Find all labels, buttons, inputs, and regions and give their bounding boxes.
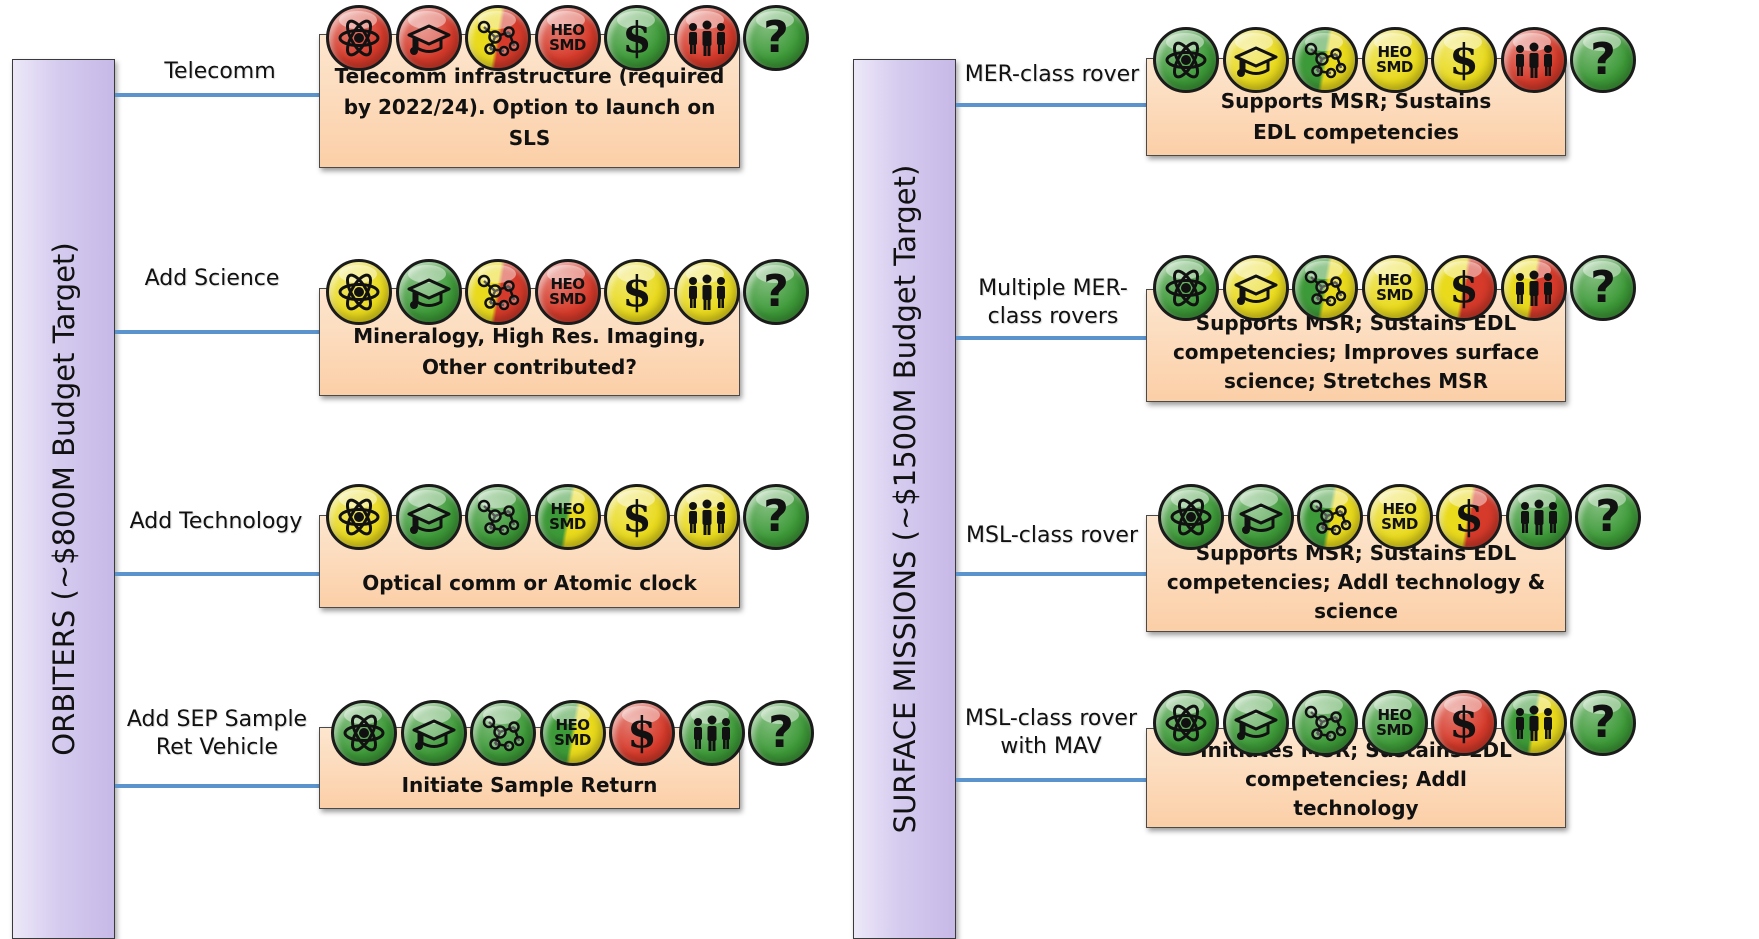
workforce-icon — [1500, 27, 1567, 93]
science-icon — [1158, 484, 1224, 550]
technology-network-icon — [1292, 27, 1358, 93]
cost-icon: $ — [604, 259, 670, 325]
unknown-icon: ? — [1570, 27, 1636, 93]
unknown-icon: ? — [1570, 690, 1636, 756]
unknown-icon: ? — [743, 5, 809, 71]
technology-network-icon — [470, 700, 536, 766]
option-box-msl-class-rover-with-mav: Initiates MSR; Sustains EDL competencies… — [1146, 728, 1566, 828]
option-label-telecomm: Telecomm — [164, 59, 276, 84]
orbiters-category-title: ORBITERS (~$800M Budget Target) — [46, 242, 81, 756]
science-icon — [1153, 255, 1219, 321]
option-box-mer-class-rover: Supports MSR; Sustains EDL competencies — [1146, 58, 1566, 156]
cost-icon: $ — [604, 5, 670, 71]
option-description: Optical comm or Atomic clock — [362, 571, 697, 595]
technology-network-icon — [1292, 255, 1358, 321]
technology-network-icon — [465, 259, 531, 325]
science-icon — [326, 5, 392, 71]
connector-line — [115, 93, 320, 97]
surface-category-title: SURFACE MISSIONS (~$1500M Budget Target) — [887, 164, 922, 834]
option-box-telecomm: Telecomm infrastructure (required by 202… — [319, 34, 740, 168]
unknown-icon: ? — [1575, 484, 1641, 550]
option-description: Supports MSR; Sustains EDL competencies;… — [1166, 541, 1546, 623]
option-description: Supports MSR; Sustains EDL competencies — [1220, 89, 1492, 144]
workforce-icon — [1500, 255, 1567, 321]
technology-network-icon — [465, 484, 531, 550]
workforce-icon — [673, 259, 740, 325]
education-icon — [1222, 27, 1289, 93]
option-label-msl-class-rover: MSL-class rover — [966, 523, 1138, 548]
connector-line — [115, 330, 320, 334]
option-label-multiple-mer-class-rovers: Multiple MER-class rovers — [978, 276, 1128, 329]
technology-network-icon — [1292, 690, 1358, 756]
connector-line — [956, 103, 1148, 107]
cost-icon: $ — [1436, 484, 1502, 550]
cost-icon: $ — [609, 700, 675, 766]
technology-network-icon — [1297, 484, 1363, 550]
unknown-icon: ? — [743, 259, 809, 325]
surface-category-bar: SURFACE MISSIONS (~$1500M Budget Target) — [853, 59, 956, 939]
workforce-icon — [1500, 690, 1567, 756]
connector-line — [115, 784, 320, 788]
option-description: Telecomm infrastructure (required by 202… — [334, 64, 725, 150]
workforce-icon — [678, 700, 745, 766]
option-label-mer-class-rover: MER-class rover — [964, 62, 1140, 87]
workforce-icon — [1505, 484, 1572, 550]
education-icon — [395, 5, 462, 71]
science-icon — [331, 700, 397, 766]
option-description: Mineralogy, High Res. Imaging, Other con… — [353, 324, 706, 379]
connector-line — [956, 778, 1148, 782]
science-icon — [326, 484, 392, 550]
science-icon — [326, 259, 392, 325]
option-label-msl-class-rover-with-mav: MSL-class rover with MAV — [965, 706, 1137, 759]
unknown-icon: ? — [743, 484, 809, 550]
connector-line — [115, 572, 320, 576]
education-icon — [395, 259, 462, 325]
cost-icon: $ — [604, 484, 670, 550]
education-icon — [1222, 690, 1289, 756]
science-icon — [1153, 27, 1219, 93]
orbiters-category-bar: ORBITERS (~$800M Budget Target) — [12, 59, 115, 939]
connector-line — [956, 572, 1148, 576]
option-description: Initiate Sample Return — [401, 773, 658, 797]
unknown-icon: ? — [1570, 255, 1636, 321]
education-icon — [395, 484, 462, 550]
workforce-icon — [673, 5, 740, 71]
education-icon — [1227, 484, 1294, 550]
connector-line — [956, 336, 1148, 340]
option-description: Supports MSR; Sustains EDL competencies;… — [1172, 311, 1540, 393]
option-label-add-science: Add Science — [144, 266, 280, 291]
cost-icon: $ — [1431, 255, 1497, 321]
cost-icon: $ — [1431, 690, 1497, 756]
unknown-icon: ? — [748, 700, 814, 766]
science-icon — [1153, 690, 1219, 756]
option-label-add-sep-sample-ret-vehicle: Add SEP Sample Ret Vehicle — [126, 707, 308, 760]
option-box-multiple-mer-class-rovers: Supports MSR; Sustains EDL competencies;… — [1146, 289, 1566, 402]
option-label-add-technology: Add Technology — [129, 509, 303, 534]
workforce-icon — [673, 484, 740, 550]
education-icon — [400, 700, 467, 766]
option-box-add-science: Mineralogy, High Res. Imaging, Other con… — [319, 288, 740, 396]
technology-network-icon — [465, 5, 531, 71]
education-icon — [1222, 255, 1289, 321]
cost-icon: $ — [1431, 27, 1497, 93]
